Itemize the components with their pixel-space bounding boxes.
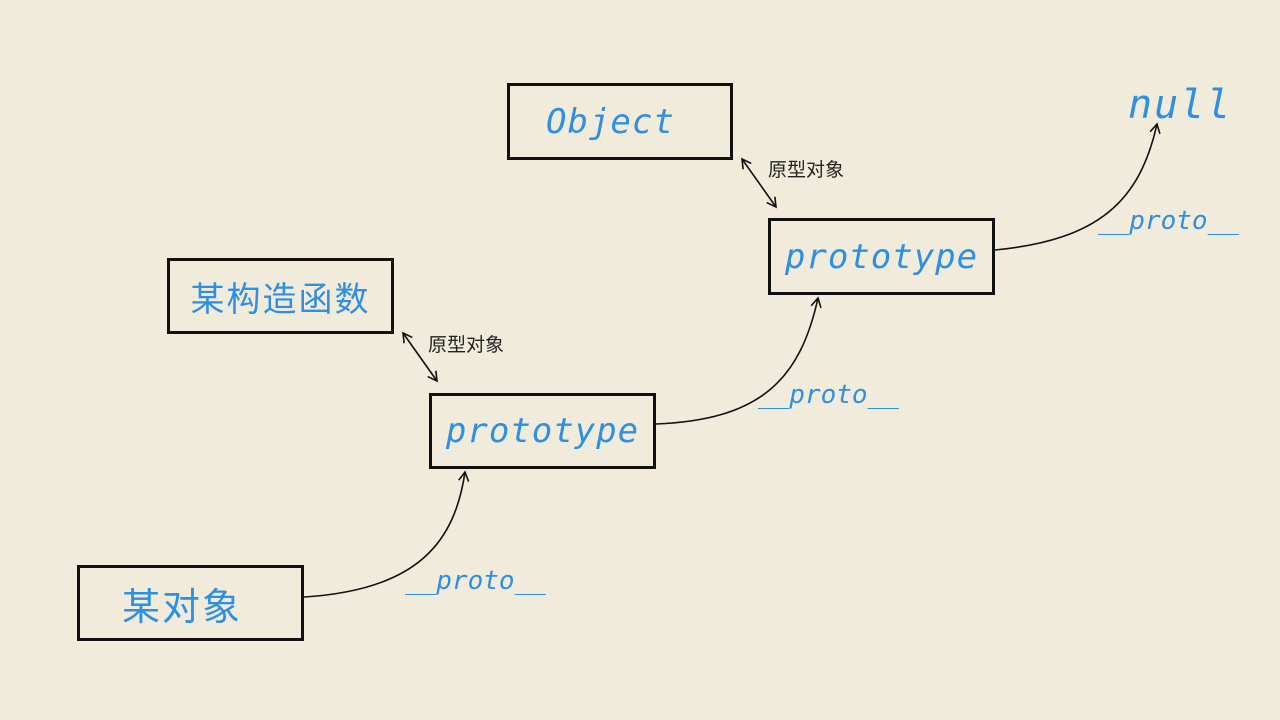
node-object-label: Object: [546, 101, 675, 142]
node-prototype-lower-label: prototype: [445, 411, 640, 451]
edge-prototype-to-prototype: [655, 296, 822, 425]
edge-label-object-prototype: 原型对象: [768, 159, 845, 181]
edge-instance-to-prototype: [303, 470, 470, 598]
edge-label-proto-instance: __proto__: [405, 566, 546, 596]
node-constructor-label: 某构造函数: [190, 279, 371, 320]
node-prototype-lower: prototype: [429, 393, 656, 469]
node-instance: 某对象: [77, 565, 304, 641]
edge-constructor-prototype-double-arrow: [402, 331, 438, 383]
node-null-label: null: [1128, 82, 1233, 128]
node-prototype-upper-label: prototype: [784, 236, 979, 277]
edge-prototype-to-null: [994, 122, 1161, 251]
edge-label-proto-null: __proto__: [1098, 206, 1239, 236]
node-prototype-upper: prototype: [768, 218, 995, 295]
edge-object-prototype-double-arrow: [741, 157, 777, 209]
edge-label-constructor-prototype: 原型对象: [428, 334, 505, 356]
node-instance-label: 某对象: [122, 584, 243, 629]
node-constructor: 某构造函数: [167, 258, 394, 334]
edge-label-proto-prototype: __proto__: [758, 380, 899, 410]
node-object: Object: [507, 83, 733, 160]
